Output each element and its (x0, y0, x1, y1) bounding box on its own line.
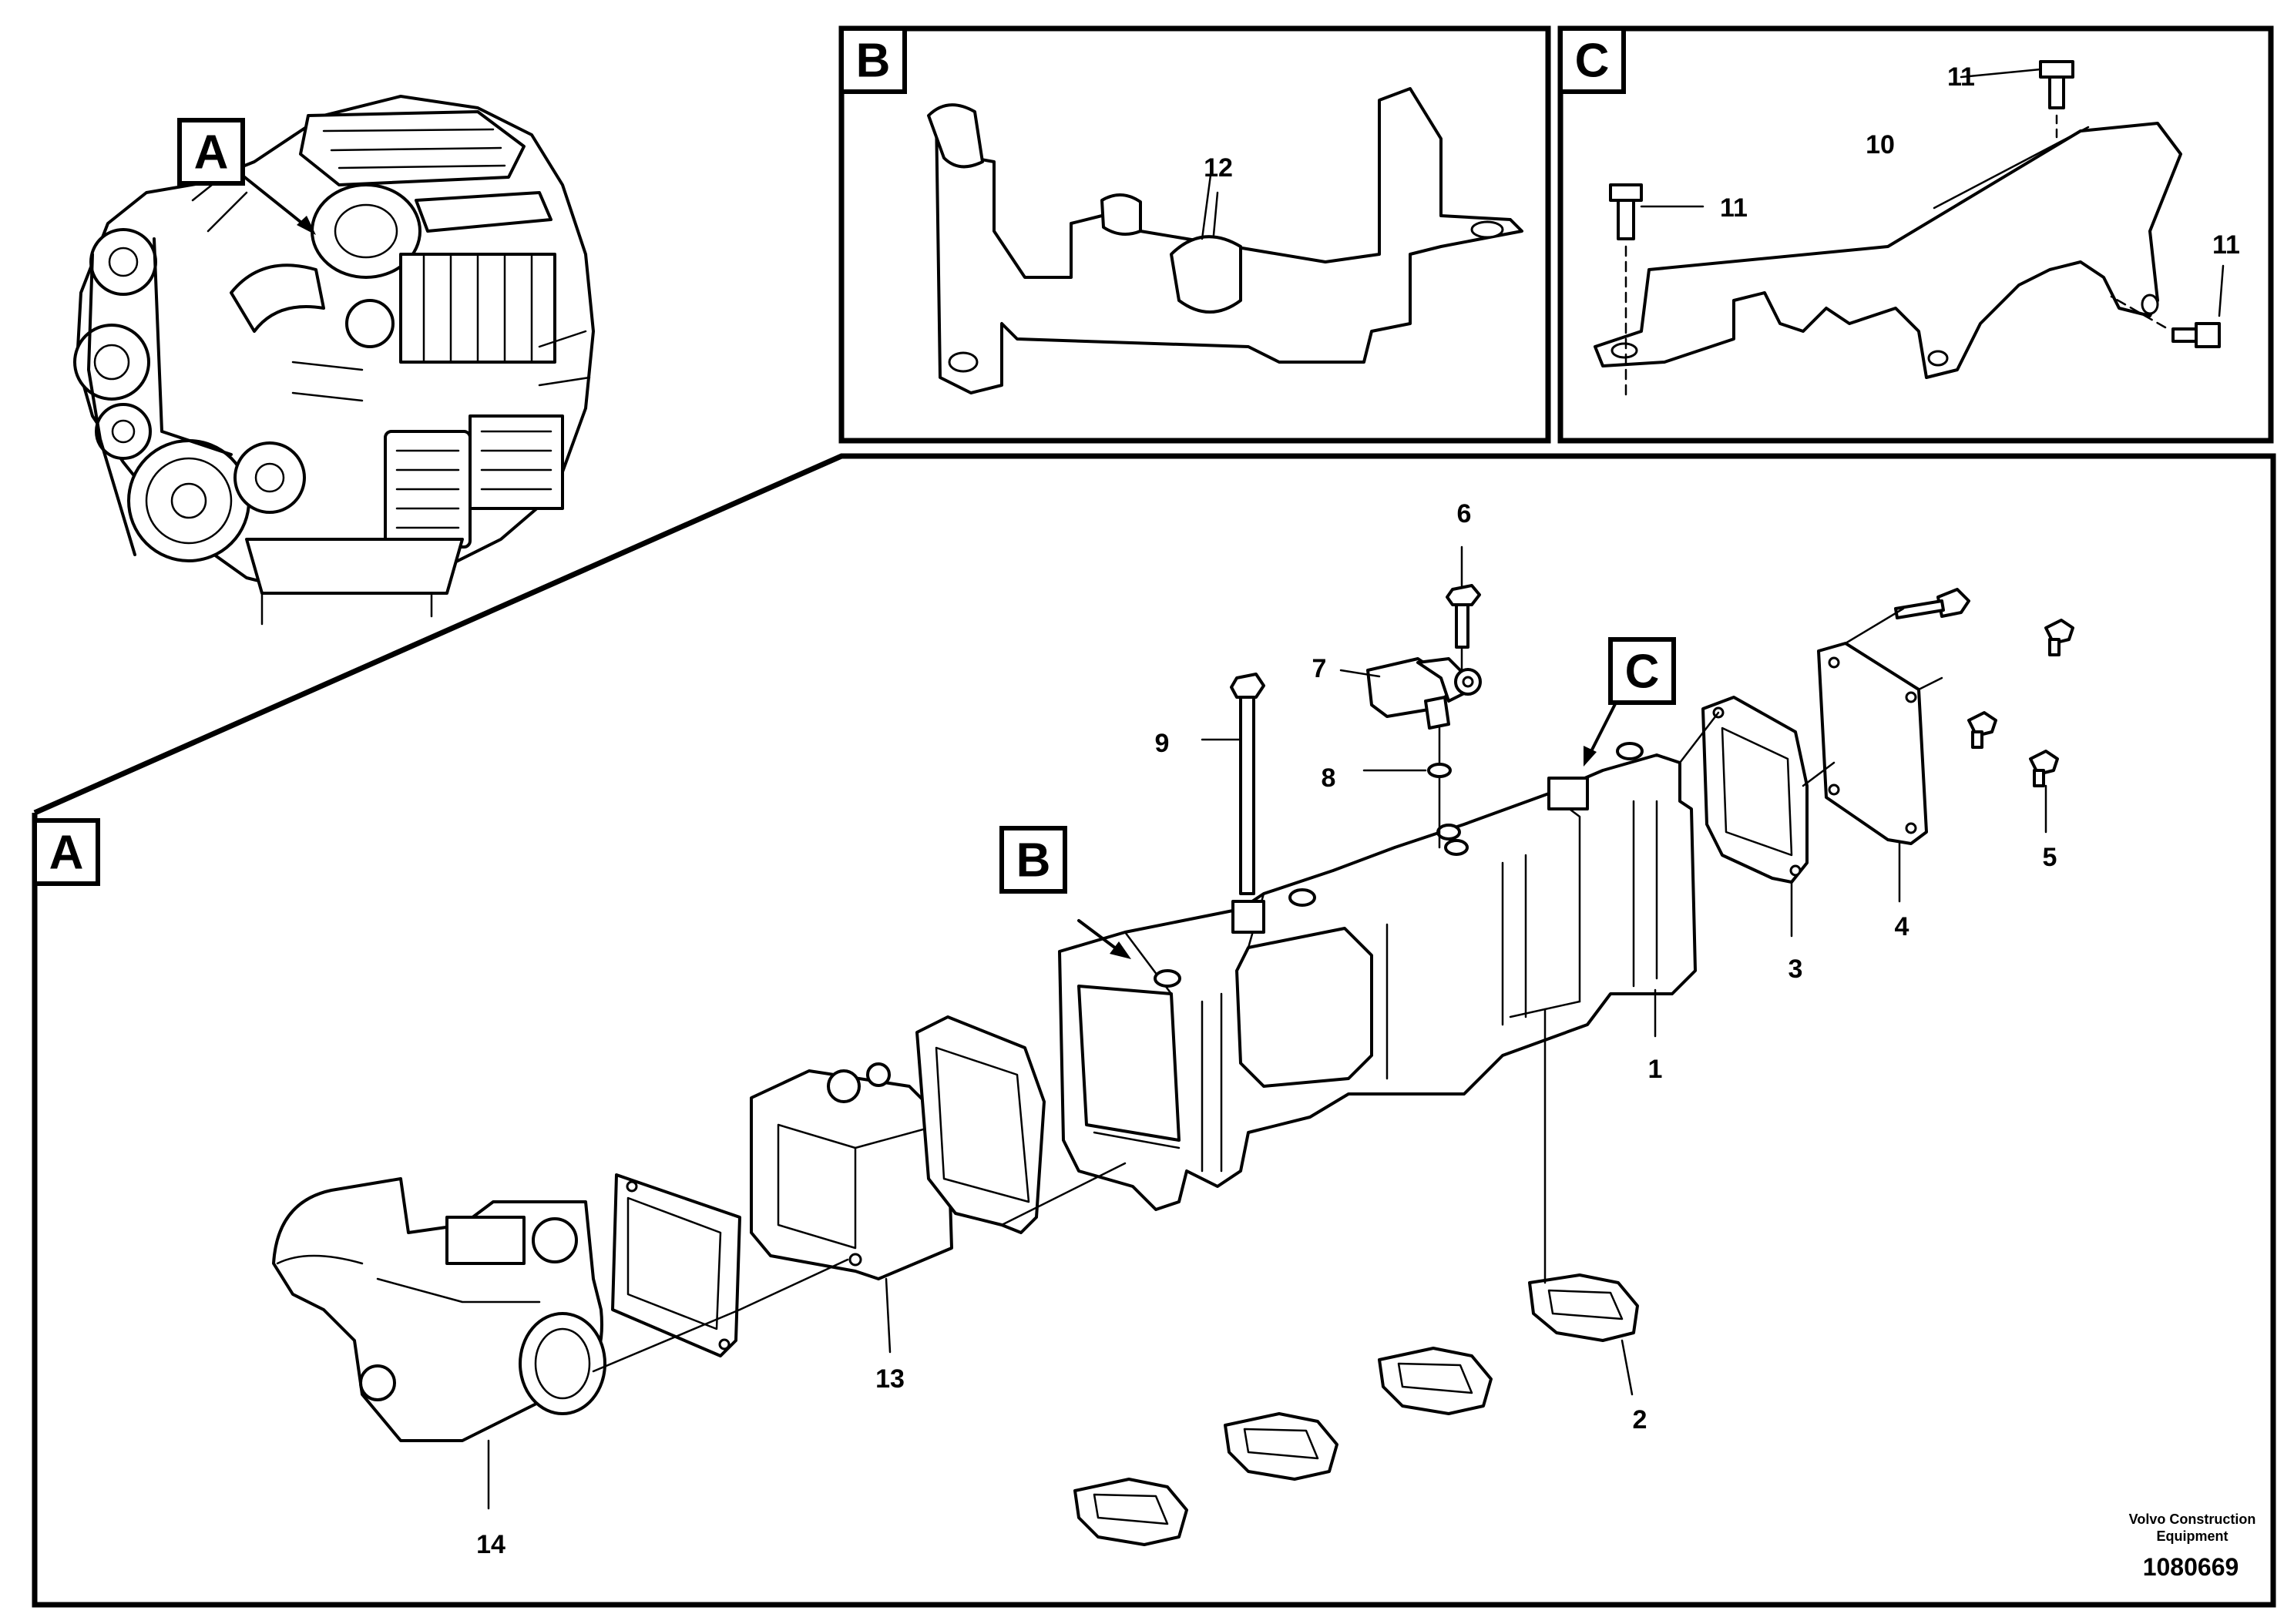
part-1-egr-cooler (1058, 742, 1697, 1211)
svg-text:B: B (856, 35, 891, 88)
main-panel-frame (32, 453, 2276, 1608)
label-part-4: 4 (1895, 912, 1909, 941)
detail-c-panel (1557, 25, 2274, 444)
label-part-12: 12 (1204, 153, 1233, 183)
callout-box-A-main: A (32, 818, 100, 886)
part-labels: 1 2 3 4 5 6 7 8 9 10 11 11 11 12 13 14 (476, 62, 2240, 1559)
svg-text:B: B (1016, 834, 1051, 887)
part-14-inlet-elbow (272, 1177, 606, 1442)
label-part-2: 2 (1633, 1405, 1647, 1434)
label-part-3: 3 (1789, 955, 1803, 984)
label-part-8: 8 (1322, 763, 1336, 793)
engine-overview (73, 95, 595, 626)
detail-b-panel (838, 25, 1551, 444)
svg-text:C: C (1625, 646, 1660, 699)
label-part-11-top: 11 (1947, 62, 1975, 92)
detail-c-frame (1557, 25, 2274, 444)
label-part-13: 13 (875, 1364, 905, 1394)
label-part-11-right: 11 (2212, 230, 2240, 260)
part-2-gaskets (1073, 1273, 1639, 1546)
document-number: 1080669 (2143, 1553, 2239, 1581)
footer-block: Volvo Construction Equipment 1080669 (2129, 1512, 2256, 1581)
projection-lines (592, 607, 1943, 1373)
detail-b-frame (838, 25, 1551, 444)
part-9-long-bolt (1230, 673, 1265, 895)
part-7-sensor (1366, 657, 1482, 730)
svg-text:A: A (49, 827, 84, 880)
label-part-1: 1 (1648, 1055, 1663, 1084)
bolt-11-right (2110, 295, 2221, 348)
svg-text:C: C (1575, 35, 1610, 88)
part-3-gasket (1701, 696, 1809, 884)
part-8-o-ring (1427, 763, 1452, 778)
callout-pointers (241, 174, 1618, 959)
part-5-screws (1894, 588, 2074, 787)
brand-line-1: Volvo Construction (2129, 1512, 2256, 1527)
callout-box-B-main: B (999, 826, 1067, 894)
callout-box-C-main: C (1608, 637, 1676, 705)
leader-lines (487, 68, 2225, 1510)
label-part-11-left: 11 (1720, 193, 1748, 223)
bolt-11-left (1609, 183, 1643, 402)
label-part-9: 9 (1155, 729, 1170, 758)
callout-box-A-engine: A (177, 118, 245, 186)
part-6-screw (1446, 584, 1481, 649)
label-part-5: 5 (2043, 843, 2057, 872)
label-part-6: 6 (1457, 499, 1472, 528)
gasket-mid (915, 1015, 1046, 1234)
callout-box-C-detail: C (1558, 26, 1626, 94)
exploded-view (272, 584, 2074, 1546)
part-4-cover-plate (1817, 642, 1928, 845)
callout-box-B-detail: B (839, 26, 907, 94)
label-part-10: 10 (1866, 130, 1895, 159)
gasket-left (611, 1173, 741, 1357)
brand-line-2: Equipment (2157, 1528, 2229, 1544)
svg-text:A: A (194, 126, 229, 180)
bolt-11-top (2039, 60, 2074, 140)
label-part-14: 14 (476, 1530, 505, 1559)
label-part-7: 7 (1312, 654, 1327, 683)
